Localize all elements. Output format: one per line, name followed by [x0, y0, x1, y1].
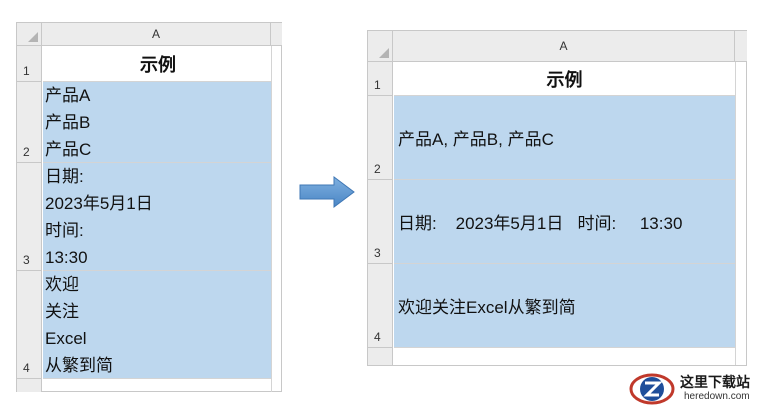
cell-a2[interactable]: 产品A, 产品B, 产品C	[394, 96, 735, 180]
cell-a4[interactable]: 欢迎关注Excel从繁到简	[394, 264, 735, 348]
cell-a1-text: 示例	[546, 69, 583, 90]
row-header-4[interactable]: 4	[17, 271, 42, 379]
result-spreadsheet: A 1 2 3 4 示例 产品A, 产品B, 产品C 日期: 2023年5月1日…	[367, 30, 747, 366]
select-all-corner[interactable]	[368, 31, 393, 62]
cell-a4[interactable]: 欢迎 关注 Excel 从繁到简	[43, 271, 271, 379]
cell-a1[interactable]: 示例	[394, 62, 735, 96]
column-header-a[interactable]: A	[393, 31, 735, 62]
column-header-a[interactable]: A	[42, 23, 271, 46]
arrow-right-icon	[299, 176, 355, 208]
cell-a1[interactable]: 示例	[43, 46, 271, 82]
row-header-1[interactable]: 1	[17, 46, 42, 82]
cell-a3[interactable]: 日期: 2023年5月1日 时间: 13:30	[394, 180, 735, 264]
row-header-3[interactable]: 3	[368, 180, 393, 264]
cell-a3-text: 日期: 2023年5月1日 时间: 13:30	[398, 214, 683, 233]
watermark-chinese-text: 这里下载站	[680, 375, 750, 391]
site-watermark: 这里下载站 heredown.com	[628, 369, 758, 407]
cell-a2[interactable]: 产品A 产品B 产品C	[43, 82, 271, 163]
source-spreadsheet: A 1 2 3 4 示例 产品A 产品B 产品C 日期: 2023年5月1日 时…	[16, 22, 282, 392]
row-header-2[interactable]: 2	[17, 82, 42, 163]
row-header-4[interactable]: 4	[368, 264, 393, 348]
watermark-url-text: heredown.com	[684, 391, 750, 402]
row-header-2[interactable]: 2	[368, 96, 393, 180]
cell-a4-text: 欢迎关注Excel从繁到简	[398, 298, 576, 317]
cell-a3[interactable]: 日期: 2023年5月1日 时间: 13:30	[43, 163, 271, 271]
cell-a2-text: 产品A, 产品B, 产品C	[398, 130, 554, 149]
heredown-logo-icon	[629, 373, 675, 405]
row-header-1[interactable]: 1	[368, 62, 393, 96]
select-all-corner[interactable]	[17, 23, 42, 46]
cell-a1-text: 示例	[140, 54, 176, 75]
row-header-3[interactable]: 3	[17, 163, 42, 271]
